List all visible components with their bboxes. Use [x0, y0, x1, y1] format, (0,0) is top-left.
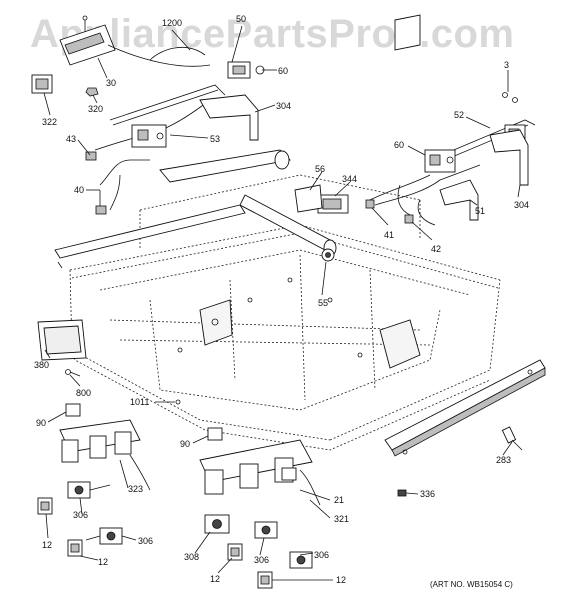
- callout-336: 336: [420, 489, 435, 499]
- callout-306a: 306: [73, 510, 88, 520]
- callout-321: 321: [334, 514, 349, 524]
- callout-43: 43: [66, 134, 76, 144]
- callout-322: 322: [42, 117, 57, 127]
- callout-304a: 304: [276, 101, 291, 111]
- callout-320: 320: [88, 104, 103, 114]
- callout-308: 308: [184, 552, 199, 562]
- nut-320: [85, 87, 99, 97]
- callout-90b: 90: [180, 439, 190, 449]
- callout-56: 56: [315, 164, 325, 174]
- spark-module-344: [317, 194, 349, 214]
- knob-bezel-12b: [67, 539, 83, 557]
- callout-60a: 60: [278, 66, 288, 76]
- harness-wire: [149, 47, 206, 61]
- valve-manifold-center: [199, 439, 321, 506]
- callout-55: 55: [318, 298, 328, 308]
- valve-block-right: [424, 149, 456, 173]
- right-gas-tubing: [369, 119, 536, 226]
- valve-block-left: [131, 124, 167, 148]
- callout-12b: 12: [98, 557, 108, 567]
- ignition-wire: [107, 44, 211, 67]
- heat-shield-panel: [394, 14, 421, 51]
- front-trim-bar: [384, 359, 546, 457]
- callout-800: 800: [76, 388, 91, 398]
- callout-1200: 1200: [162, 18, 182, 28]
- callout-306c: 306: [254, 555, 269, 565]
- callout-40: 40: [74, 185, 84, 195]
- valve-306b: [85, 527, 123, 545]
- spark-module: [59, 15, 116, 66]
- callout-60b: 60: [394, 140, 404, 150]
- art-number: (ART NO. WB15054 C): [430, 580, 513, 589]
- knob-bezel-12c: [227, 543, 243, 561]
- bracket-56: [294, 184, 323, 213]
- callout-380: 380: [34, 360, 49, 370]
- callout-12d: 12: [336, 575, 346, 585]
- fitting-40: [95, 205, 107, 215]
- callout-1011: 1011: [130, 397, 149, 407]
- valve-306a: [67, 481, 111, 499]
- knob-bezel-12d: [257, 571, 273, 589]
- screw-1011: [175, 399, 181, 405]
- callout-50: 50: [236, 14, 246, 24]
- fitting-42: [404, 214, 414, 224]
- fitting-41: [365, 199, 375, 209]
- callout-52: 52: [454, 110, 464, 120]
- valve-306c: [254, 521, 278, 539]
- bezel-90c: [281, 467, 297, 481]
- callout-labels: 1200 50 30 60 320 322 304 43 53 40 3 52 …: [34, 14, 529, 585]
- screw-800: [65, 369, 81, 377]
- callout-12a: 12: [42, 540, 52, 550]
- valve-308: [204, 514, 230, 534]
- left-mounting-rail: [54, 204, 246, 269]
- callout-283: 283: [496, 455, 511, 465]
- callout-306b: 306: [138, 536, 153, 546]
- callout-30: 30: [106, 78, 116, 88]
- fitting-43: [85, 151, 97, 161]
- callout-3: 3: [504, 60, 509, 70]
- valve-306d: [289, 551, 313, 569]
- bracket-304-left: [199, 94, 259, 141]
- igniter-283: [501, 426, 523, 451]
- callout-323: 323: [128, 484, 143, 494]
- callout-41: 41: [384, 230, 394, 240]
- transformer: [31, 74, 53, 94]
- main-manifold-pipe: [159, 149, 337, 257]
- orifice-55: [321, 248, 335, 262]
- bracket-51: [439, 179, 479, 221]
- callout-53: 53: [210, 134, 220, 144]
- valve-manifold-left: [59, 419, 151, 491]
- pressure-regulator-60a: [227, 61, 265, 79]
- knob-bezel-12a: [37, 497, 53, 515]
- callout-51: 51: [475, 206, 485, 216]
- access-cover-380: [37, 319, 87, 361]
- bezel-90b: [207, 427, 223, 441]
- callout-42: 42: [431, 244, 441, 254]
- callout-90a: 90: [36, 418, 46, 428]
- clip-336: [397, 489, 407, 497]
- screws-3: [502, 92, 518, 103]
- callout-12c: 12: [210, 574, 220, 584]
- callout-304b: 304: [514, 200, 529, 210]
- bezel-90a: [65, 403, 81, 417]
- burner-box-chassis: [69, 174, 501, 451]
- leader-lines: [43, 25, 521, 581]
- callout-344: 344: [342, 174, 357, 184]
- callout-21: 21: [334, 495, 344, 505]
- callout-306d: 306: [314, 550, 329, 560]
- bracket-304-right: [489, 129, 529, 186]
